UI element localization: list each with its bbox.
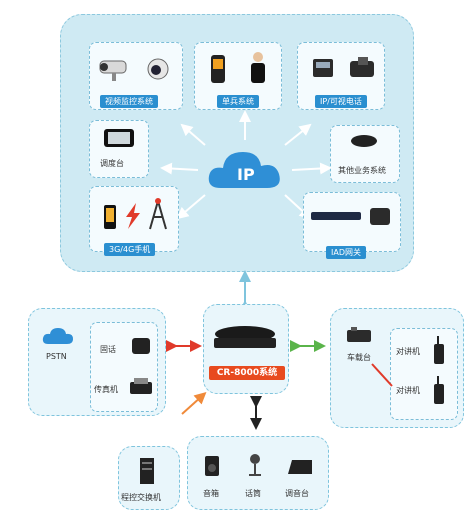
radio-link-arrow [371, 363, 393, 387]
video-surveillance-label: 视频监控系统 [100, 95, 158, 108]
ip-cloud-icon [208, 152, 280, 188]
walkie-talkie-box[interactable] [390, 328, 458, 420]
handheld-terminal-icon [211, 55, 225, 83]
soldier-system-label: 单兵系统 [217, 95, 259, 108]
iad-gateway-label: IAD网关 [326, 246, 366, 259]
mobile-phone-icon [104, 205, 116, 229]
landline-phone-icon [132, 338, 150, 354]
walkie-talkie-2-icon [434, 376, 444, 404]
iad-device-icon [311, 212, 361, 220]
speaker-label: 音箱 [203, 489, 219, 498]
ip-phone-box[interactable] [297, 42, 385, 110]
fax-machine-icon [130, 378, 152, 394]
other-business-box[interactable] [330, 125, 400, 183]
microphone-icon [249, 454, 261, 476]
core-system-label: CR-8000系统 [209, 366, 285, 380]
walkie-talkie-2-label: 对讲机 [396, 386, 420, 395]
gateway-phone-icon [370, 208, 390, 225]
mixer-label: 调音台 [285, 489, 309, 498]
speaker-icon [205, 456, 219, 476]
mobile-3g4g-box[interactable] [89, 186, 179, 252]
pbx-core-arrow [181, 391, 207, 415]
vehicle-radio-label: 车载台 [347, 353, 371, 362]
soldier-icon [251, 52, 265, 83]
lightning-icon [126, 203, 140, 229]
pstn-label: PSTN [46, 352, 67, 361]
pstn-devices-box[interactable] [90, 322, 158, 412]
mobile-3g4g-label: 3G/4G手机 [104, 243, 156, 256]
audio-core-arrow [250, 396, 262, 430]
dispatch-desk-box[interactable] [89, 120, 149, 178]
signal-tower-icon [149, 198, 167, 230]
ip-phone-icon [313, 59, 333, 77]
mixer-icon [288, 460, 312, 474]
dome-camera-icon [147, 58, 169, 80]
pbx-cabinet-icon [140, 458, 154, 484]
camera-icon [99, 60, 127, 81]
server-disc-icon [351, 135, 377, 147]
ip-phone-label: IP/可视电话 [315, 95, 367, 108]
microphone-label: 话筒 [245, 489, 261, 498]
walkie-talkie-1-label: 对讲机 [396, 347, 420, 356]
dispatch-monitor-icon [104, 129, 134, 147]
video-phone-icon [350, 57, 374, 77]
ip-core-link [239, 270, 251, 310]
ip-cloud-label: IP [237, 165, 255, 184]
other-business-label: 其他业务系统 [338, 166, 386, 175]
dispatch-desk-label: 调度台 [100, 159, 124, 168]
soldier-system-box[interactable] [194, 42, 282, 110]
core-server-icon [214, 326, 276, 348]
vehicle-radio-icon [347, 327, 371, 342]
radio-core-arrow [290, 340, 326, 352]
iad-gateway-box[interactable] [303, 192, 401, 252]
pstn-cloud-icon [42, 328, 73, 344]
landline-label: 固话 [100, 345, 116, 354]
fax-label: 传真机 [94, 385, 118, 394]
walkie-talkie-1-icon [434, 336, 444, 364]
pstn-core-arrow [166, 340, 202, 352]
pbx-label: 程控交换机 [121, 493, 161, 502]
